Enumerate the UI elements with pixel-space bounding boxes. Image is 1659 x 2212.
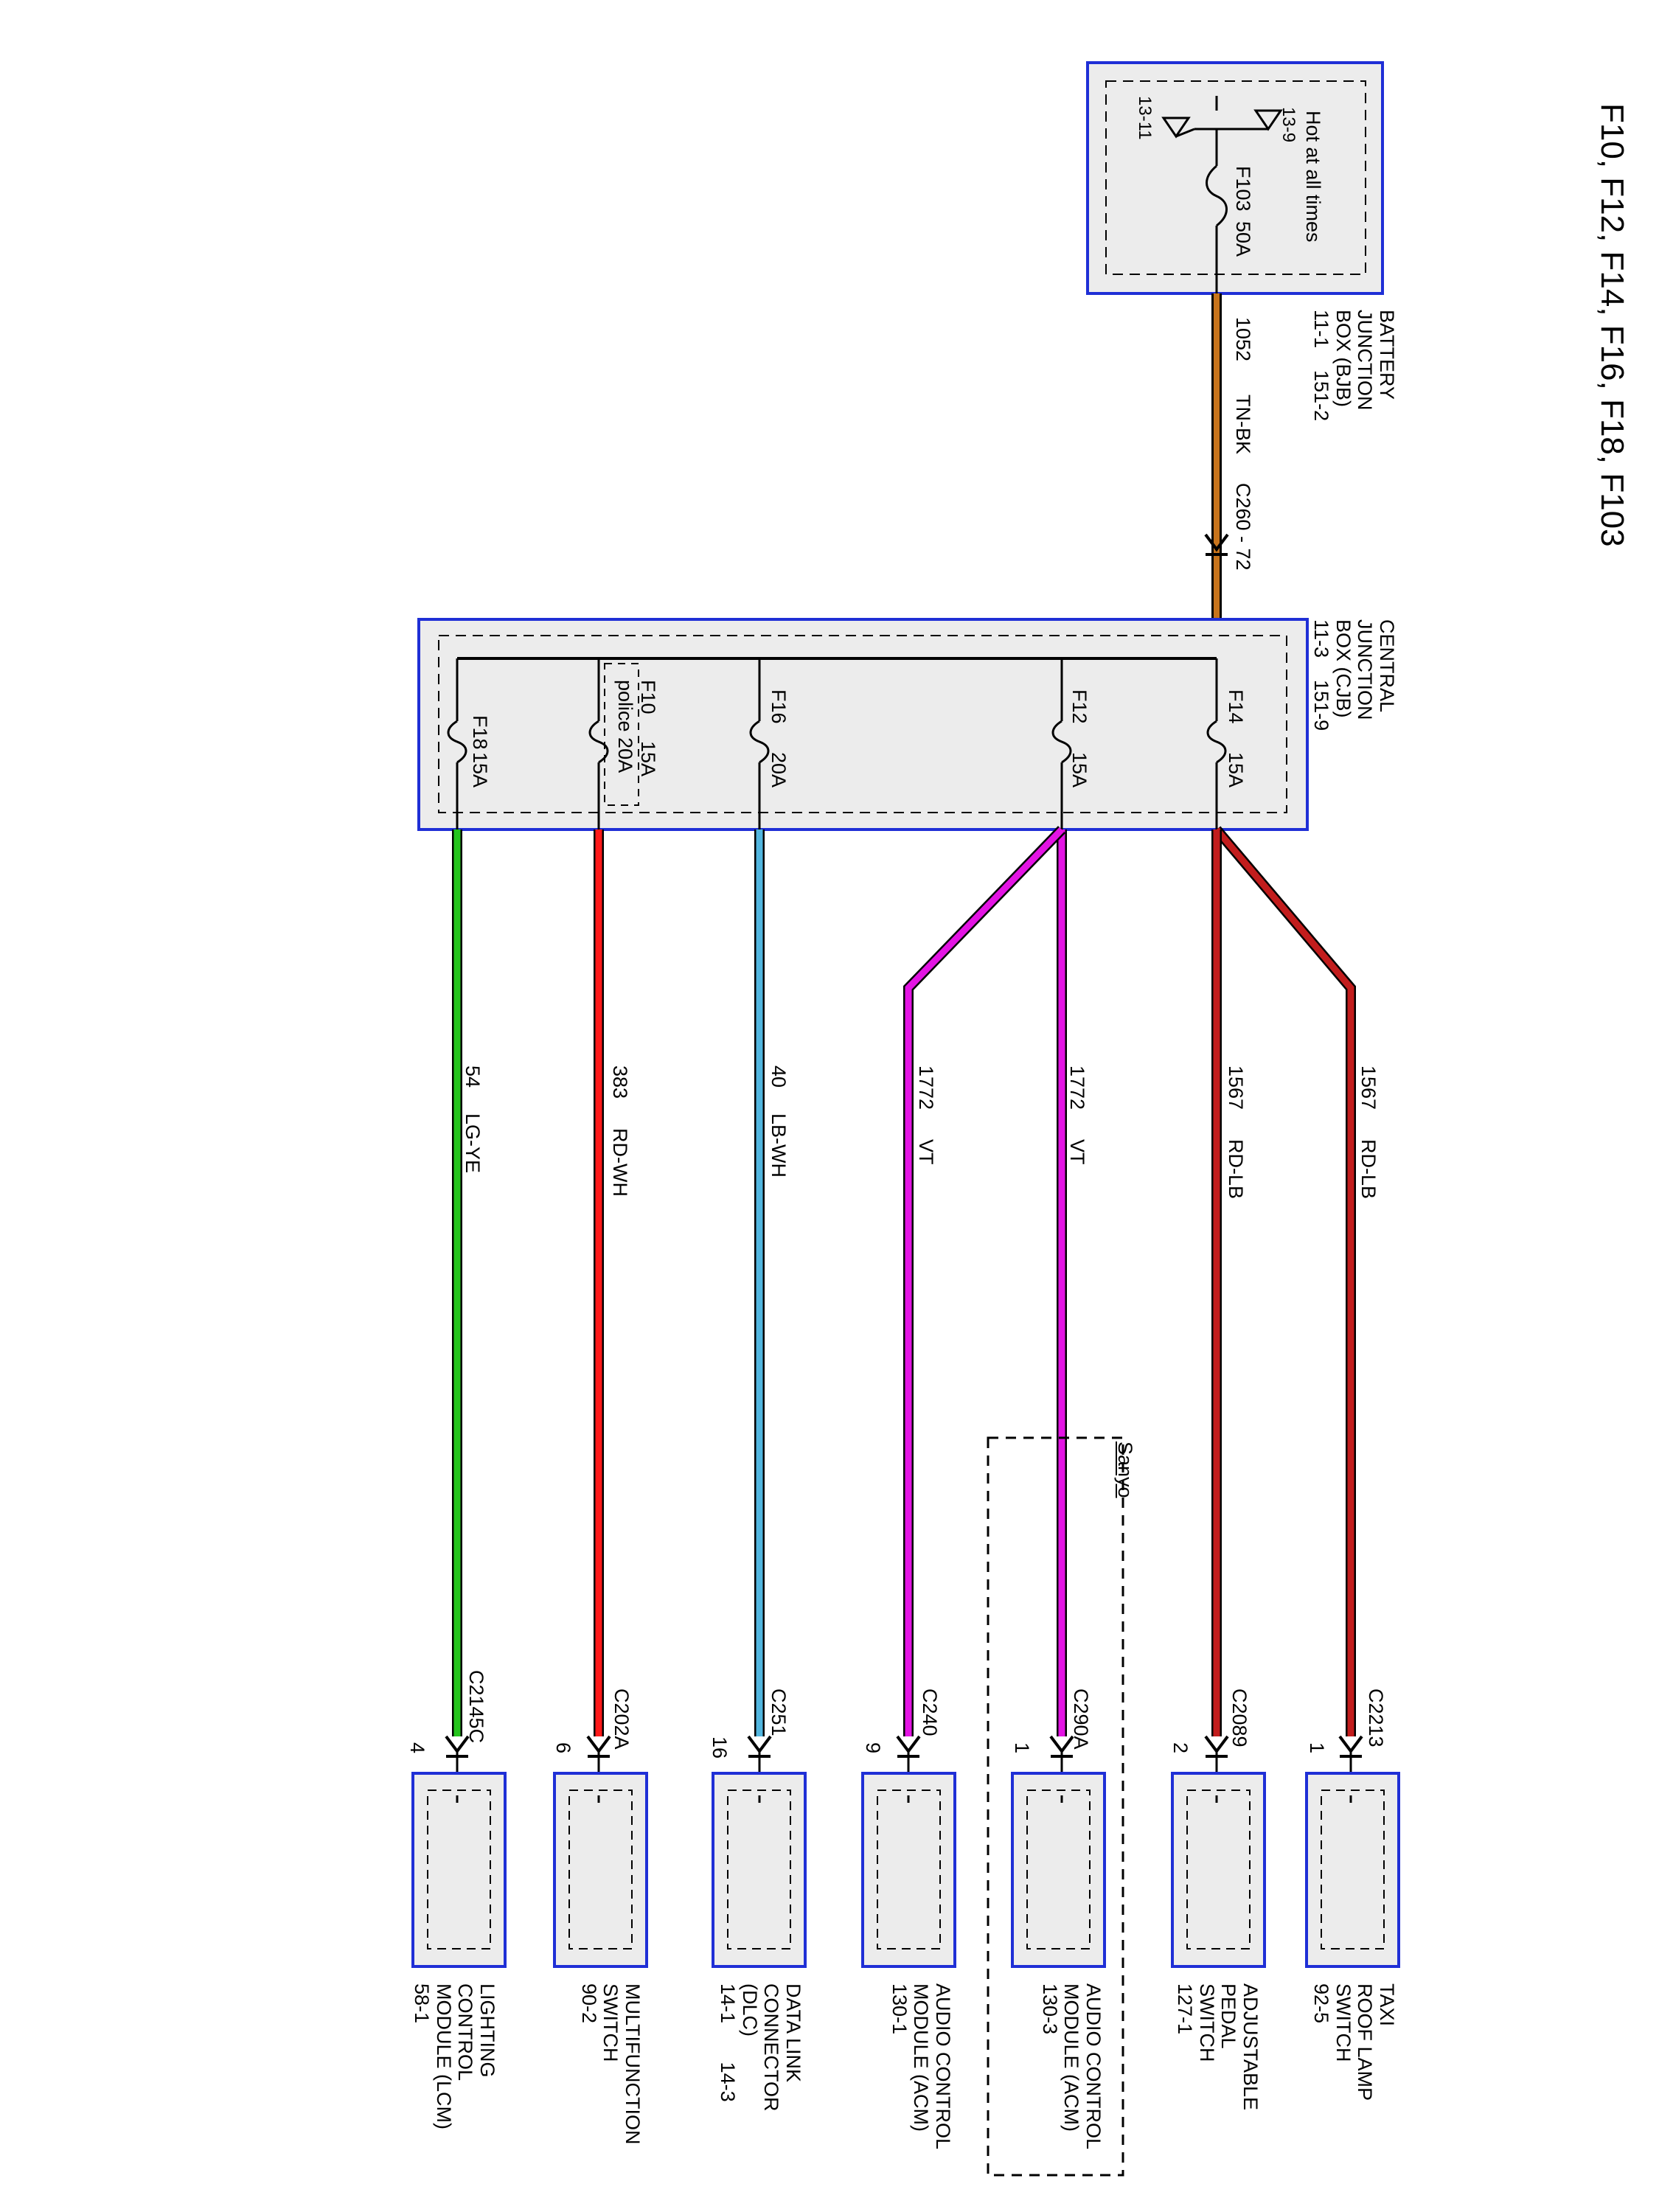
sanyo-option-outline: [987, 1436, 1124, 2177]
wire-color-label: LG-YE: [462, 1113, 484, 1174]
component-label: DATA LINK CONNECTOR (DLC) 14-1 14-3: [716, 1983, 804, 2112]
connector-c260-label: C260 - 72: [1232, 483, 1254, 571]
component-inner-outline: [1321, 1790, 1385, 1950]
cjb-box: [417, 618, 1309, 831]
bjb-hot-label: Hot at all times: [1302, 111, 1324, 243]
fuse-f103-name: F103: [1232, 166, 1254, 212]
connector-pin-label: 1: [1306, 1742, 1328, 1754]
component-label: TAXI ROOF LAMP SWITCH 92-5: [1310, 1983, 1398, 2101]
pin-triangle-13-9: [1253, 109, 1283, 131]
fuse-f10-police-note: police 20A: [614, 680, 636, 773]
bjb-pin-13-9: 13-9: [1279, 107, 1298, 143]
component-inner-outline: [427, 1790, 491, 1950]
component-box: [553, 1772, 648, 1968]
fuse-f103-symbol: [1206, 164, 1228, 227]
component-group: [411, 1772, 1400, 1968]
fuse-f16-symbol: [749, 720, 770, 764]
fuse-f18-symbol: [447, 720, 467, 764]
wire-1567-rd-lb: [1214, 827, 1354, 1736]
component-box: [1171, 1772, 1266, 1968]
fuse-f14-rating: 15A: [1225, 752, 1247, 788]
wire-circuit-label: 40: [768, 1065, 790, 1088]
component-inner-outline: [568, 1790, 633, 1950]
wire-color-label: VT: [915, 1139, 937, 1165]
fuse-f12-rating: 15A: [1068, 752, 1091, 788]
component-box: [411, 1772, 507, 1968]
feed-wire-color: TN-BK: [1232, 394, 1254, 454]
connector-label: C2213: [1365, 1688, 1387, 1747]
connector-pin-label: 9: [862, 1742, 884, 1754]
wire-color-label: RD-LB: [1225, 1139, 1247, 1200]
component-box: [1011, 1772, 1106, 1968]
connector-pin-label: 2: [1169, 1742, 1192, 1754]
connector-c251-arrow: [747, 1735, 772, 1754]
cjb-label: CENTRAL JUNCTION BOX (CJB) 11-3 151-9: [1310, 619, 1398, 731]
bjb-pin-13-11: 13-11: [1135, 96, 1155, 140]
bjb-box: [1086, 61, 1384, 295]
component-label: AUDIO CONTROL MODULE (ACM) 130-3: [1038, 1983, 1105, 2150]
wire-color-label: RD-WH: [609, 1128, 631, 1197]
component-inner-outline: [877, 1790, 941, 1950]
component-label: ADJUSTABLE PEDAL SWITCH 127-1: [1173, 1983, 1262, 2111]
connector-label: C2089: [1228, 1688, 1251, 1747]
connector-c260-arrow: [1204, 533, 1229, 552]
component-inner-outline: [1026, 1790, 1091, 1950]
fuse-f14-symbol: [1206, 720, 1227, 764]
page-title: F10, F12, F14, F16, F18, F103: [1594, 103, 1630, 547]
connector-pin-label: 16: [709, 1736, 731, 1759]
wire-circuit-label: 1567: [1357, 1065, 1380, 1110]
feed-wire-circuit: 1052: [1232, 317, 1254, 362]
wire-color-label: LB-WH: [768, 1113, 790, 1178]
component-label: LIGHTING CONTROL MODULE (LCM) 58-1: [410, 1983, 498, 2130]
component-inner-outline: [1186, 1790, 1251, 1950]
branch-wire-group: [445, 826, 1363, 1795]
connector-c2213-arrow: [1338, 1735, 1363, 1754]
connector-label: C202A: [611, 1688, 633, 1750]
wire-circuit-label: 54: [462, 1065, 484, 1088]
wire-circuit-label: 1567: [1225, 1065, 1247, 1110]
wire-circuit-label: 383: [609, 1065, 631, 1099]
connector-label: C2145C: [465, 1670, 487, 1744]
wire-color-label: RD-LB: [1357, 1139, 1380, 1200]
wire-circuit-label: 1772: [915, 1065, 937, 1110]
fuse-f16-name: F16: [768, 689, 790, 724]
fuse-f18-name: F18: [469, 715, 491, 750]
component-label: MULTIFUNCTION SWITCH 90-2: [577, 1983, 644, 2145]
connector-pin-label: 4: [406, 1742, 428, 1754]
connector-c2089-arrow: [1204, 1735, 1229, 1754]
fuse-f12-symbol: [1051, 720, 1072, 764]
fuse-f18-rating: 15A: [469, 752, 491, 788]
fuse-f16-rating: 20A: [768, 752, 790, 788]
connector-label: C240: [919, 1688, 941, 1736]
bjb-inner-outline: [1105, 80, 1366, 275]
fuse-f10-name: F10: [637, 680, 659, 714]
connector-label: C251: [768, 1688, 790, 1736]
sanyo-option-label: Sanyo: [1114, 1441, 1136, 1498]
component-box: [1305, 1772, 1400, 1968]
connector-pin-label: 6: [552, 1742, 574, 1754]
cjb-fuse-group: [447, 658, 1227, 830]
wire-1772-vt: [905, 827, 1065, 1736]
fuse-f12-name: F12: [1068, 689, 1091, 724]
connector-label: C290A: [1070, 1688, 1092, 1750]
connector-c240-arrow: [896, 1735, 921, 1754]
fuse-f103-rating: 50A: [1232, 221, 1254, 257]
pin-triangle-13-11: [1161, 116, 1191, 139]
fuse-f10-option-outline: [604, 663, 639, 806]
fuse-f14-name: F14: [1225, 689, 1247, 724]
bjb-label: BATTERY JUNCTION BOX (BJB) 11-1 151-2: [1310, 310, 1398, 422]
component-inner-outline: [727, 1790, 791, 1950]
cjb-inner-outline: [438, 635, 1287, 813]
connector-c202a-arrow: [586, 1735, 611, 1754]
fuse-f10-symbol: [588, 720, 609, 764]
bjb-link: [1175, 128, 1195, 138]
component-label: AUDIO CONTROL MODULE (ACM) 130-1: [888, 1983, 954, 2150]
fuse-f10-rating: 15A: [637, 741, 659, 777]
wire-color-label: VT: [1066, 1139, 1088, 1165]
wire-circuit-label: 1772: [1066, 1065, 1088, 1110]
connector-pin-label: 1: [1011, 1742, 1033, 1754]
